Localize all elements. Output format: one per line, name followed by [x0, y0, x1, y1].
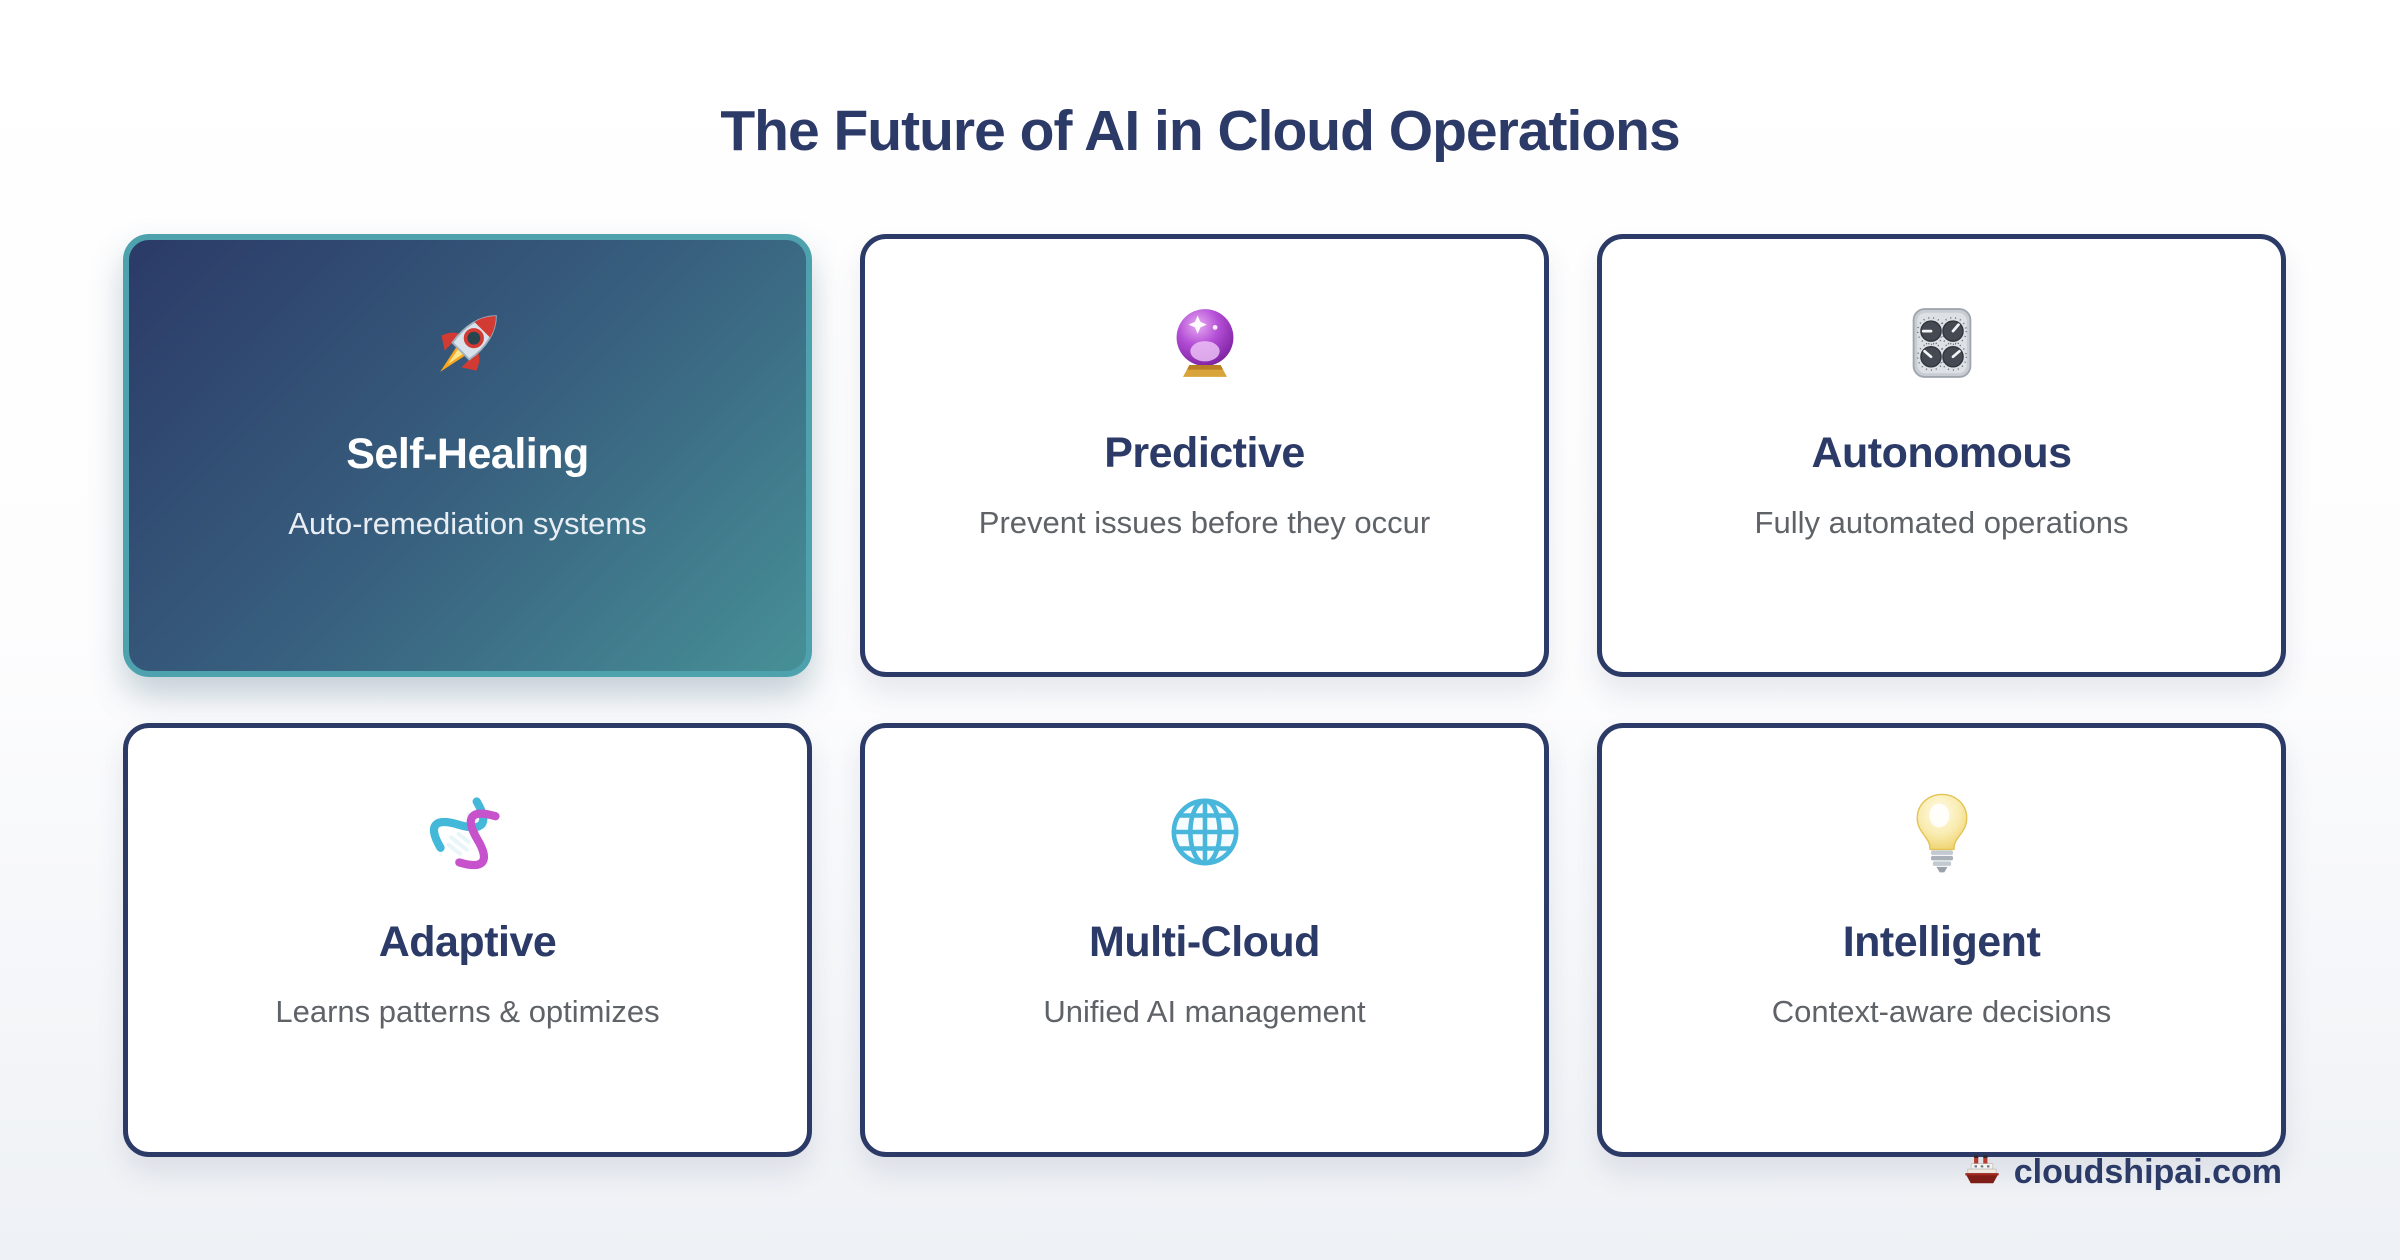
crystal-ball-icon — [1161, 299, 1249, 387]
card-title: Intelligent — [1842, 918, 2041, 966]
ship-icon — [1962, 1152, 2002, 1192]
card-title: Self-Healing — [346, 430, 589, 478]
control-knobs-icon — [1898, 299, 1986, 387]
card-description: Unified AI management — [1043, 994, 1366, 1029]
card-description: Learns patterns & optimizes — [275, 994, 660, 1029]
watermark-text: cloudshipai.com — [2013, 1152, 2282, 1191]
card-title: Multi-Cloud — [1089, 918, 1320, 966]
card-title: Autonomous — [1811, 429, 2072, 477]
card-title: Adaptive — [378, 918, 557, 966]
light-bulb-icon — [1898, 788, 1986, 876]
globe-icon — [1161, 788, 1249, 876]
watermark: cloudshipai.com — [1962, 1152, 2282, 1192]
card-description: Auto-remediation systems — [288, 506, 647, 541]
card-title: Predictive — [1104, 429, 1305, 477]
page-title: The Future of AI in Cloud Operations — [720, 99, 1680, 163]
card-description: Context-aware decisions — [1771, 994, 2112, 1029]
card-description: Prevent issues before they occur — [978, 505, 1431, 540]
dna-icon — [424, 788, 512, 876]
rocket-icon — [424, 300, 512, 388]
card-description: Fully automated operations — [1754, 505, 2129, 540]
